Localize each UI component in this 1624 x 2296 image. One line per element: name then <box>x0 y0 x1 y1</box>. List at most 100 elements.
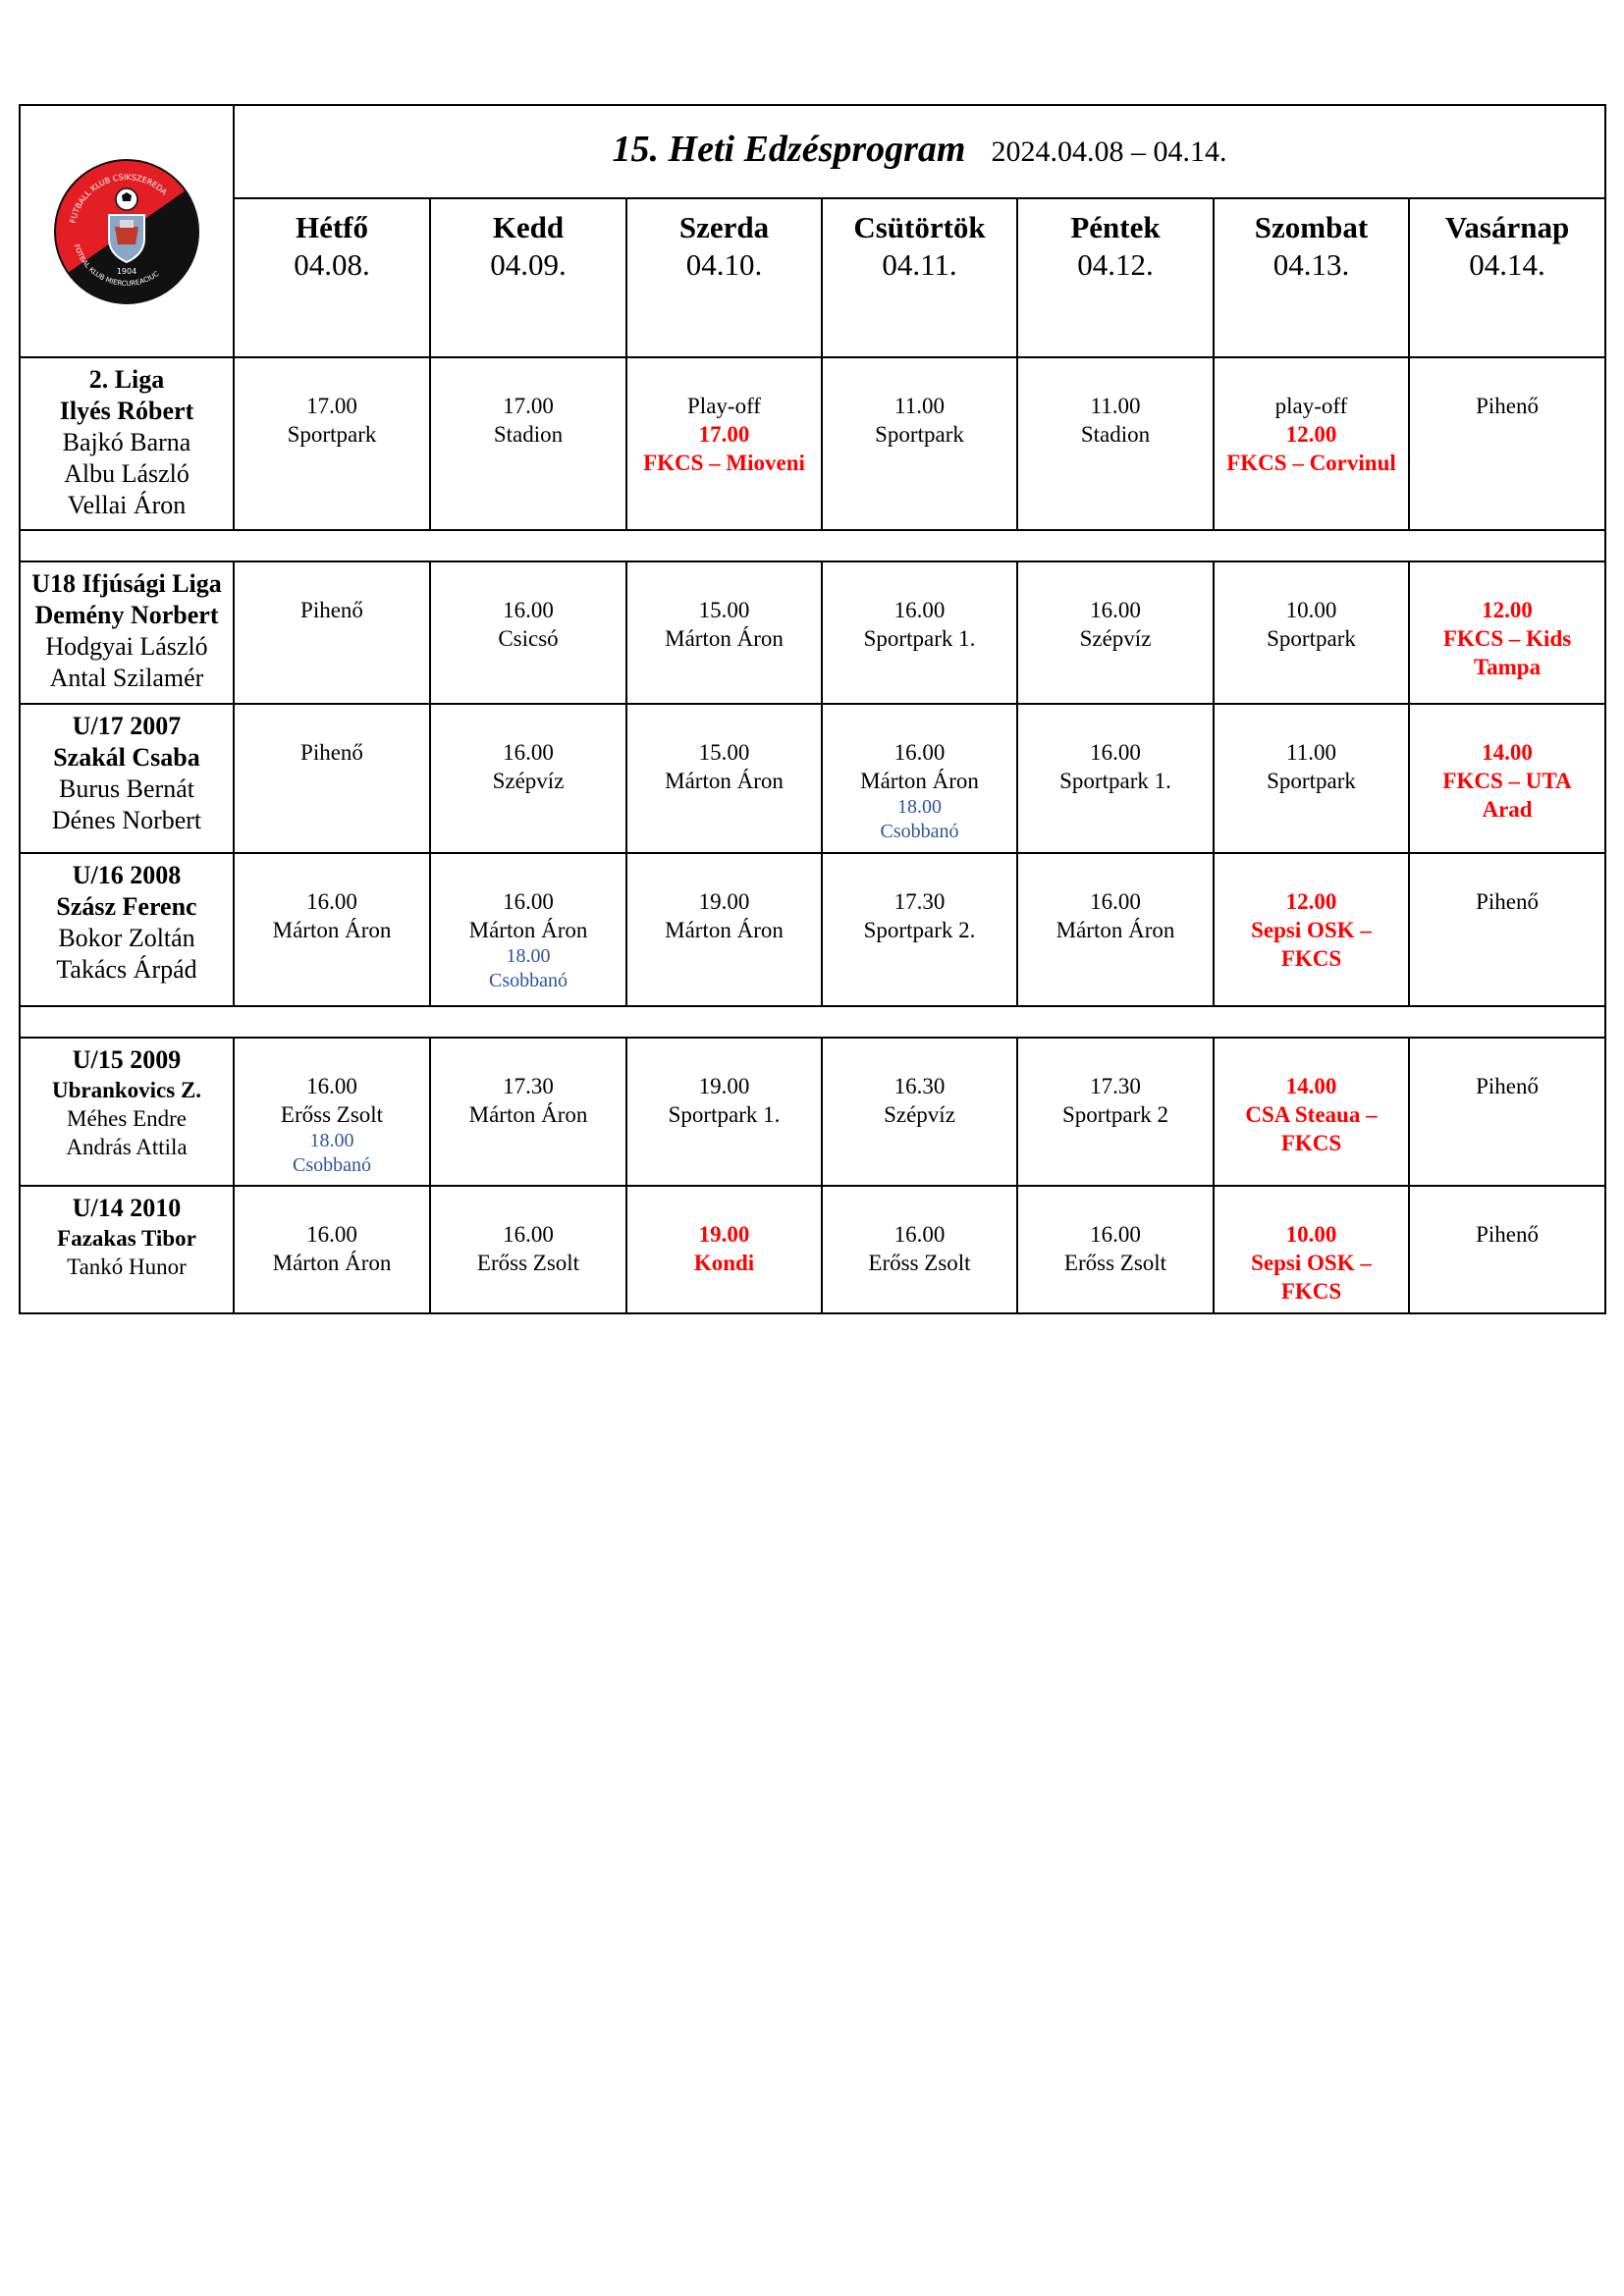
match-text: FKCS <box>1280 946 1342 971</box>
slot-text: Erőss Zsolt <box>280 1102 384 1127</box>
match-text: Sepsi OSK – <box>1251 918 1372 942</box>
head-coach: Szakál Csaba <box>53 743 200 772</box>
slot-text: 17.30 <box>893 889 946 914</box>
slot-text: 16.00 <box>503 598 554 622</box>
slot-text: Sportpark <box>875 422 964 447</box>
extra-session-text: 18.00 <box>506 945 551 967</box>
day-date: 04.09. <box>490 247 567 282</box>
slot-text: Erőss Zsolt <box>476 1251 580 1275</box>
assistant-coach: Albu László <box>64 459 189 488</box>
team-name: U/17 2007 <box>72 712 182 740</box>
schedule-slot: Pihenő <box>1407 356 1607 531</box>
head-coach: Demény Norbert <box>34 601 219 629</box>
head-coach: Szász Ferenc <box>56 892 197 921</box>
match-text: CSA Steaua – <box>1245 1102 1378 1127</box>
day-date: 04.13. <box>1272 247 1350 282</box>
match-text: FKCS – Kids <box>1442 626 1572 651</box>
match-text: 10.00 <box>1285 1222 1337 1247</box>
slot-text: Sportpark 1. <box>668 1102 781 1127</box>
slot-text: 16.00 <box>306 1222 357 1247</box>
slot-text: Sportpark <box>287 422 377 447</box>
slot-text: Pihenő <box>1476 1222 1539 1247</box>
match-text: FKCS <box>1280 1131 1342 1155</box>
slot-text: Pihenő <box>1476 394 1539 418</box>
match-text: Sepsi OSK – <box>1251 1251 1372 1275</box>
schedule-slot: Pihenő <box>233 561 431 705</box>
day-date: 04.10. <box>685 247 763 282</box>
day-name: Péntek <box>1070 210 1161 244</box>
day-name: Hétfő <box>295 210 369 244</box>
slot-text: Márton Áron <box>665 769 784 793</box>
head-coach: Ilyés Róbert <box>59 397 194 425</box>
team-name: U/15 2009 <box>72 1045 182 1074</box>
slot-text: Szépvíz <box>1079 626 1152 651</box>
slot-text: Márton Áron <box>665 918 784 942</box>
day-name: Kedd <box>492 210 565 244</box>
extra-session-text: 18.00 <box>897 796 942 818</box>
slot-text: 16.00 <box>306 889 357 914</box>
schedule-slot: Pihenő <box>1407 1185 1607 1314</box>
slot-text: Sportpark 1. <box>1059 769 1171 793</box>
slot-text: 11.00 <box>1090 394 1141 418</box>
match-text: FKCS – Corvinul <box>1226 451 1396 475</box>
extra-session-text: Csobbanó <box>489 970 568 991</box>
slot-text: 16.00 <box>306 1074 357 1098</box>
extra-session-text: Csobbanó <box>880 821 959 842</box>
match-text: Kondi <box>693 1251 755 1275</box>
extra-session-text: 18.00 <box>309 1130 354 1151</box>
slot-text: Play-off <box>687 394 761 418</box>
team-name: U/16 2008 <box>72 861 182 889</box>
day-name: Vasárnap <box>1444 210 1570 244</box>
slot-text: 11.00 <box>1286 740 1336 765</box>
slot-text: Márton Áron <box>860 769 979 793</box>
match-text: 19.00 <box>698 1222 750 1247</box>
slot-text: 10.00 <box>1285 598 1337 622</box>
slot-text: 15.00 <box>698 598 750 622</box>
slot-text: Sportpark 2 <box>1062 1102 1168 1127</box>
slot-text: 16.00 <box>1090 1222 1141 1247</box>
spacer-row <box>18 529 1607 562</box>
head-coach: Ubrankovics Z. <box>51 1078 202 1102</box>
slot-text: 16.00 <box>893 1222 946 1247</box>
day-date: 04.08. <box>294 247 370 282</box>
assistant-coach: András Attila <box>66 1135 188 1159</box>
slot-text: 16.00 <box>503 740 554 765</box>
extra-session-text: Csobbanó <box>293 1154 371 1176</box>
slot-text: Sportpark 2. <box>863 918 976 942</box>
slot-text: Sportpark 1. <box>863 626 976 651</box>
slot-text: Pihenő <box>1476 1074 1539 1098</box>
day-date: 04.12. <box>1077 247 1154 282</box>
